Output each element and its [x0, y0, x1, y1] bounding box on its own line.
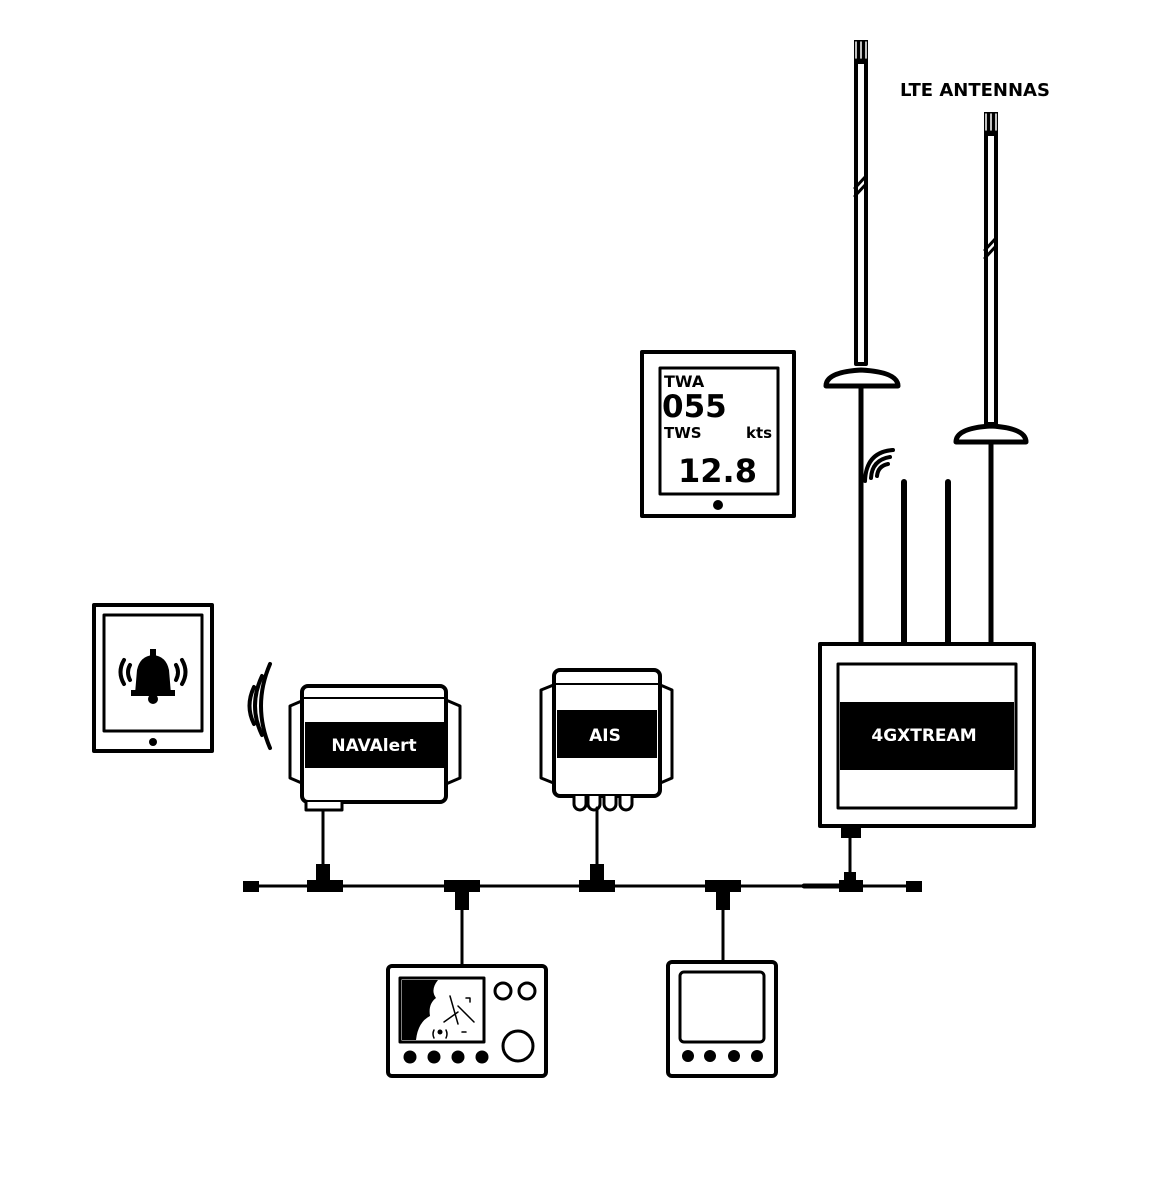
nmea-backbone [243, 806, 922, 968]
tee-connector [307, 864, 343, 892]
bell-alarm-icon [118, 649, 188, 704]
terminator-right [906, 881, 922, 892]
navalert-device [288, 684, 462, 812]
chartplotter-device [386, 964, 548, 1078]
lte-antenna-left [823, 40, 901, 645]
tws-label: TWS [664, 424, 702, 442]
twa-label: TWA [664, 372, 705, 391]
wifi-signal-icon [863, 448, 895, 483]
wireless-signal-icon [247, 662, 272, 750]
multifunction-display [666, 960, 778, 1078]
tee-connector [579, 864, 615, 892]
ais-device [539, 668, 674, 812]
ais-label: AIS [589, 726, 621, 746]
tee-connector [444, 880, 480, 910]
lte-antenna-right [953, 112, 1029, 645]
wind-instrument-display [640, 350, 796, 518]
tws-unit: kts [746, 424, 772, 442]
tee-connector [705, 880, 741, 910]
terminator-left [243, 881, 259, 892]
4gxtream-router [818, 642, 1036, 838]
4gxtream-label: 4GXTREAM [871, 726, 976, 746]
lte-antennas-label: LTE ANTENNAS [900, 80, 1050, 101]
tws-value: 12.8 [678, 452, 757, 490]
twa-value: 055 [662, 389, 727, 425]
navalert-label: NAVAlert [331, 736, 416, 756]
